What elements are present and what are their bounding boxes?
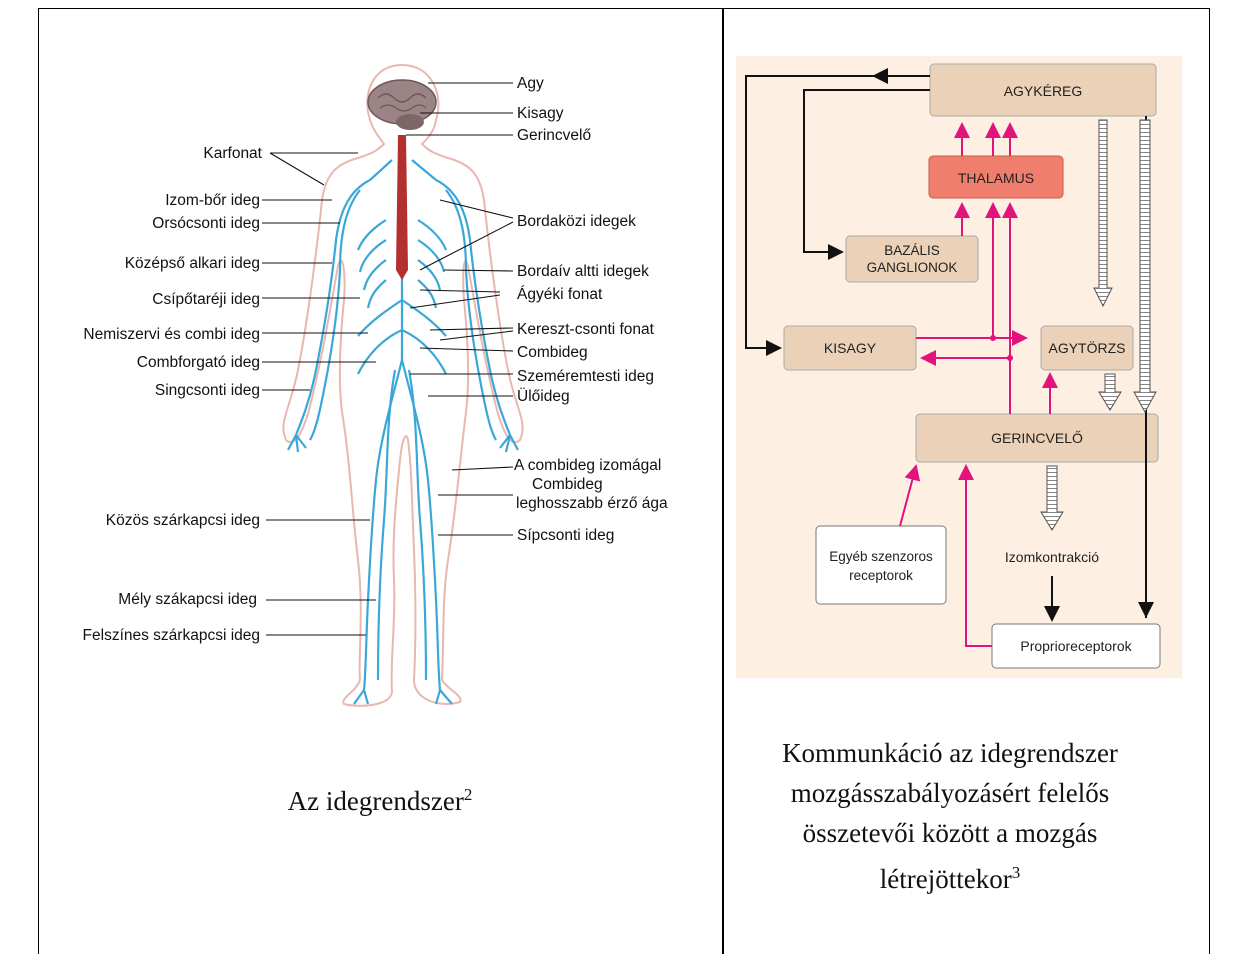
right-caption-line-4-text: létrejöttekor: [880, 864, 1012, 894]
label-erzo-aga: leghosszabb érző ága: [516, 495, 668, 512]
box-gerincvelo-label: GERINCVELŐ: [991, 430, 1083, 446]
box-bazalis-label-2: GANGLIONOK: [867, 260, 958, 275]
box-egyeb-receptorok: [816, 526, 946, 604]
label-kisagy: Kisagy: [517, 105, 564, 122]
label-felszines: Felszínes szárkapcsi ideg: [83, 627, 260, 644]
label-nemiszervi: Nemiszervi és combi ideg: [83, 326, 260, 343]
label-combforgato: Combforgató ideg: [137, 354, 260, 371]
label-mely-szakapcsi: Mély szákapcsi ideg: [118, 591, 257, 608]
label-karfonat: Karfonat: [203, 145, 262, 162]
box-thalamus-label: THALAMUS: [958, 170, 1034, 186]
label-combideg: Combideg: [517, 344, 588, 361]
label-csipotareji: Csípőtaréji ideg: [152, 291, 260, 308]
label-sipcsonti: Sípcsonti ideg: [517, 527, 614, 544]
label-agy: Agy: [517, 75, 544, 92]
right-caption-line-3: összetevői között a mozgás: [740, 813, 1160, 853]
motor-control-diagram: AGYKÉREG THALAMUS BAZÁLIS GANGLIONOK KIS…: [736, 56, 1182, 678]
label-bordaiv: Bordaív altti idegek: [517, 263, 649, 280]
box-proprio-label: Proprioreceptorok: [1020, 638, 1132, 654]
box-egyeb-label-2: receptorok: [849, 568, 913, 583]
label-agyeki-fonat: Ágyéki fonat: [517, 286, 603, 303]
right-caption-line-4: létrejöttekor3: [740, 853, 1160, 899]
junction-dot-1: [990, 335, 996, 341]
right-caption-line-1: Kommunkáció az idegrendszer: [740, 733, 1160, 773]
label-uloideg: Ülőideg: [517, 387, 570, 405]
box-bazalis-label-1: BAZÁLIS: [884, 243, 940, 258]
spinal-cord: [396, 135, 408, 280]
label-orsocsonti: Orsócsonti ideg: [152, 215, 260, 232]
label-combideg-2: Combideg: [532, 476, 603, 493]
label-bordakozi: Bordaközi idegek: [517, 213, 636, 230]
panel-divider: [722, 8, 724, 954]
label-gerincvelo: Gerincvelő: [517, 127, 591, 144]
box-agytorzs-label: AGYTÖRZS: [1048, 339, 1125, 356]
right-caption-ref: 3: [1012, 863, 1021, 882]
right-caption-line-2: mozgásszabályozásért felelős: [740, 773, 1160, 813]
label-combideg-izomag: A combideg izomágal: [514, 457, 661, 474]
label-kozos-szarkapcsi: Közös szárkapcsi ideg: [106, 512, 260, 529]
nervous-system-figure: Agy Kisagy Gerincvelő Bordaközi idegek B…: [40, 40, 720, 720]
box-kisagy-label: KISAGY: [824, 340, 877, 356]
box-egyeb-label-1: Egyéb szenzoros: [829, 549, 933, 564]
label-kereszt-csonti: Kereszt-csonti fonat: [517, 321, 655, 338]
junction-dot-2: [1007, 355, 1013, 361]
right-caption: Kommunkáció az idegrendszer mozgásszabál…: [740, 733, 1160, 899]
izomkontrakcio-label: Izomkontrakció: [1005, 549, 1099, 565]
box-agykereg-label: AGYKÉREG: [1004, 83, 1083, 99]
cerebellum: [396, 114, 424, 130]
label-izom-bor: Izom-bőr ideg: [165, 192, 260, 209]
label-kozepso-alkari: Középső alkari ideg: [125, 255, 260, 272]
left-caption: Az idegrendszer2: [200, 785, 560, 817]
left-caption-text: Az idegrendszer: [288, 786, 464, 816]
label-szeremtesti: Szeméremtesti ideg: [517, 368, 654, 385]
label-singcsonti: Singcsonti ideg: [155, 382, 260, 399]
left-caption-ref: 2: [464, 785, 473, 804]
